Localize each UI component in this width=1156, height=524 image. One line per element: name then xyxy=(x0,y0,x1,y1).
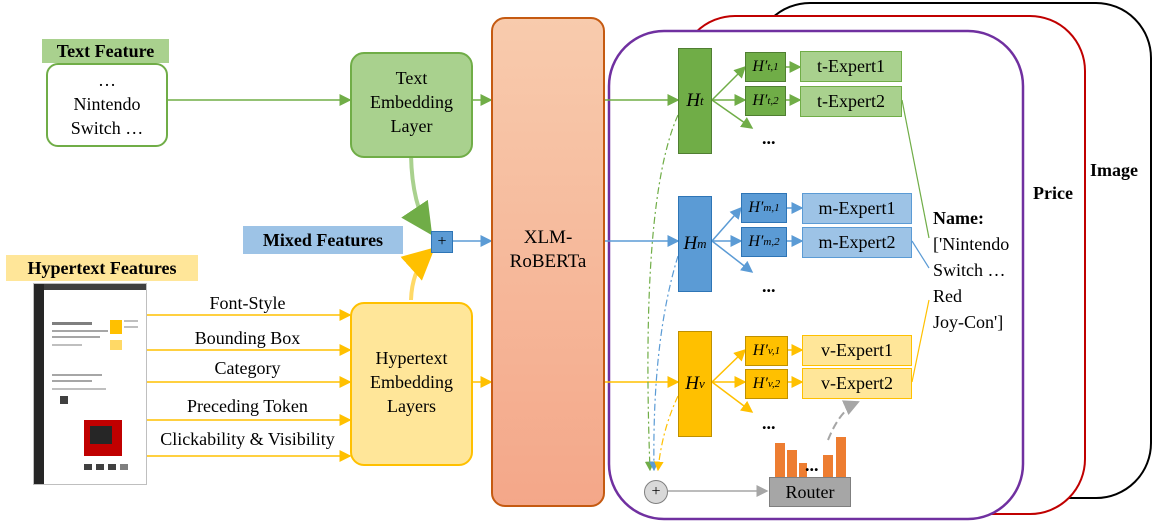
text-feature-line: Nintendo xyxy=(73,94,141,114)
h-prime-m2: H′m,2 xyxy=(741,227,787,257)
router-bar xyxy=(787,450,797,477)
hypertext-embedding-line: Hypertext xyxy=(375,348,448,368)
output-line: ['Nintendo xyxy=(933,234,1010,254)
plus-node: + xyxy=(431,231,453,253)
price-panel-label: Price xyxy=(1033,183,1073,203)
xlm-roberta-block: XLM- RoBERTa xyxy=(491,17,605,507)
xlm-roberta-line: XLM- xyxy=(523,227,573,248)
text-embedding-line: Embedding xyxy=(370,92,453,112)
hypertext-feature-item: Category xyxy=(214,358,281,378)
h-prime-m1: H′m,1 xyxy=(741,193,787,223)
text-embedding-line: Layer xyxy=(390,116,433,136)
m-expert1: m-Expert1 xyxy=(802,193,912,224)
text-embedding-layer: Text Embedding Layer xyxy=(350,52,473,158)
h-prime-v1: H′v,1 xyxy=(745,336,788,366)
ellipsis-m: ... xyxy=(762,276,776,296)
t-expert1: t-Expert1 xyxy=(800,51,902,82)
text-panel xyxy=(607,29,1025,521)
m-expert2: m-Expert2 xyxy=(802,227,912,258)
hypertext-feature-item: Bounding Box xyxy=(194,328,301,348)
aggregate-plus-node: + xyxy=(644,480,668,504)
image-panel-label: Image xyxy=(1090,160,1138,180)
text-feature-title: Text Feature xyxy=(42,39,169,63)
text-embedding-line: Text xyxy=(395,68,428,88)
router-bar xyxy=(836,437,846,477)
v-expert1: v-Expert1 xyxy=(802,335,912,366)
h-prime-t1: H′t,1 xyxy=(745,52,786,82)
t-expert2: t-Expert2 xyxy=(800,86,902,117)
ellipsis-t: ... xyxy=(762,128,776,148)
ellipsis-v: ... xyxy=(762,413,776,433)
hypertext-embedding-line: Layers xyxy=(387,396,436,416)
hypertext-embedding-line: Embedding xyxy=(370,372,453,392)
ellipsis-router: ... xyxy=(805,455,819,475)
output-line: Switch … xyxy=(933,260,1006,280)
router-bar xyxy=(823,455,833,477)
v-expert2: v-Expert2 xyxy=(802,368,912,399)
text-feature-box: … Nintendo Switch … xyxy=(46,63,168,147)
hypertext-feature-item: Font-Style xyxy=(209,293,286,313)
router-bar xyxy=(799,463,807,477)
text-feature-line: Switch … xyxy=(70,118,144,138)
text-feature-line: … xyxy=(98,70,116,90)
h-prime-v2: H′v,2 xyxy=(745,369,788,399)
output-line: Joy-Con'] xyxy=(933,312,1004,332)
router-box: Router xyxy=(769,477,851,507)
hypertext-feature-item: Clickability & Visibility xyxy=(160,429,335,449)
mixed-features-label: Mixed Features xyxy=(243,226,403,254)
hypertext-embedding-layers: Hypertext Embedding Layers xyxy=(350,302,473,466)
output-name-label: Name: xyxy=(933,208,984,228)
hypertext-feature-item: Preceding Token xyxy=(187,396,308,416)
h-prime-t2: H′t,2 xyxy=(745,86,786,116)
xlm-roberta-line: RoBERTa xyxy=(509,251,587,272)
output-line: Red xyxy=(933,286,962,306)
router-bar xyxy=(775,443,785,477)
hypertext-features-title: Hypertext Features xyxy=(6,255,198,281)
webpage-screenshot xyxy=(33,283,147,485)
